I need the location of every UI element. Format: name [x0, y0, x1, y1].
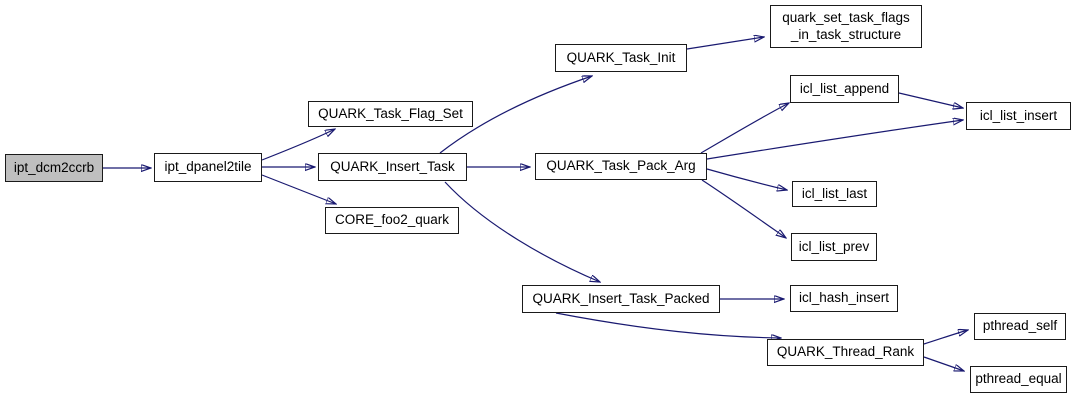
node-QUARK_Task_Pack_Arg[interactable]: QUARK_Task_Pack_Arg: [535, 153, 707, 180]
node-icl_list_prev[interactable]: icl_list_prev: [791, 233, 877, 261]
node-QUARK_Task_Flag_Set[interactable]: QUARK_Task_Flag_Set: [308, 101, 473, 127]
edge-QUARK_Task_Pack_Arg-to-icl_list_last: [706, 168, 787, 190]
node-icl_list_append[interactable]: icl_list_append: [790, 75, 899, 103]
edge-QUARK_Thread_Rank-to-pthread_self: [923, 330, 968, 345]
node-icl_hash_insert[interactable]: icl_hash_insert: [790, 285, 898, 312]
node-icl_list_last[interactable]: icl_list_last: [792, 181, 877, 207]
edge-QUARK_Insert_Task-to-QUARK_Task_Init: [439, 76, 592, 154]
node-icl_list_insert[interactable]: icl_list_insert: [966, 102, 1071, 130]
edge-ipt_dpanel2tile-to-CORE_foo2_quark: [261, 174, 336, 204]
node-pthread_self[interactable]: pthread_self: [974, 313, 1066, 340]
edge-QUARK_Task_Pack_Arg-to-icl_list_insert: [706, 120, 963, 160]
edge-ipt_dpanel2tile-to-QUARK_Task_Flag_Set: [261, 129, 335, 161]
node-quark_set_task_flags_in_task_structure[interactable]: quark_set_task_flags _in_task_structure: [770, 5, 922, 48]
edge-QUARK_Task_Pack_Arg-to-icl_list_append: [700, 103, 789, 154]
node-QUARK_Thread_Rank[interactable]: QUARK_Thread_Rank: [767, 339, 924, 366]
edge-QUARK_Task_Init-to-quark_set_task_flags_in_task_structure: [686, 37, 764, 50]
node-CORE_foo2_quark[interactable]: CORE_foo2_quark: [325, 207, 459, 234]
node-ipt_dcm2ccrb: ipt_dcm2ccrb: [5, 154, 103, 182]
edge-icl_list_append-to-icl_list_insert: [898, 92, 963, 108]
edge-QUARK_Insert_Task-to-QUARK_Insert_Task_Packed: [444, 181, 600, 282]
node-QUARK_Task_Init[interactable]: QUARK_Task_Init: [555, 44, 687, 72]
edge-QUARK_Task_Pack_Arg-to-icl_list_prev: [701, 179, 786, 238]
node-QUARK_Insert_Task_Packed[interactable]: QUARK_Insert_Task_Packed: [522, 285, 720, 313]
edge-QUARK_Insert_Task_Packed-to-QUARK_Thread_Rank: [555, 312, 781, 338]
node-pthread_equal[interactable]: pthread_equal: [970, 366, 1067, 393]
node-ipt_dpanel2tile[interactable]: ipt_dpanel2tile: [154, 153, 262, 182]
edge-QUARK_Thread_Rank-to-pthread_equal: [923, 356, 964, 371]
node-QUARK_Insert_Task[interactable]: QUARK_Insert_Task: [318, 153, 467, 181]
